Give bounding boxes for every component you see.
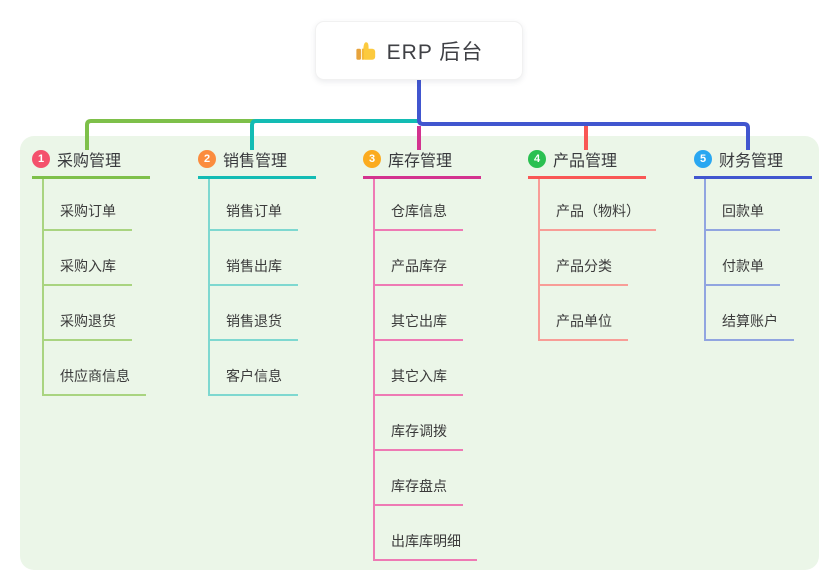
child-node[interactable]: 客户信息 — [210, 341, 298, 396]
root-node[interactable]: ERP 后台 — [315, 21, 523, 80]
branch-children: 回款单付款单结算账户 — [704, 179, 794, 341]
child-node[interactable]: 库存调拨 — [375, 396, 463, 451]
child-node[interactable]: 销售退货 — [210, 286, 298, 341]
branch-heading[interactable]: 5 财务管理 — [694, 148, 812, 179]
branch-heading[interactable]: 1 采购管理 — [32, 148, 150, 179]
branch-children: 采购订单采购入库采购退货供应商信息 — [42, 179, 146, 396]
child-node[interactable]: 产品分类 — [540, 231, 628, 286]
child-node[interactable]: 回款单 — [706, 179, 780, 231]
branch-label: 库存管理 — [388, 153, 453, 170]
child-node[interactable]: 产品单位 — [540, 286, 628, 341]
branch-number-badge: 4 — [528, 150, 546, 168]
child-node[interactable]: 付款单 — [706, 231, 780, 286]
branch-number-badge: 1 — [32, 150, 50, 168]
child-node[interactable]: 采购订单 — [44, 179, 132, 231]
child-node[interactable]: 仓库信息 — [375, 179, 463, 231]
branch-children: 销售订单销售出库销售退货客户信息 — [208, 179, 298, 396]
branch-销售管理: 2 销售管理 销售订单销售出库销售退货客户信息 — [198, 148, 328, 396]
branch-number-badge: 2 — [198, 150, 216, 168]
branch-heading[interactable]: 2 销售管理 — [198, 148, 316, 179]
branch-库存管理: 3 库存管理 仓库信息产品库存其它出库其它入库库存调拨库存盘点出库库明细 — [363, 148, 493, 561]
branch-财务管理: 5 财务管理 回款单付款单结算账户 — [694, 148, 824, 341]
child-node[interactable]: 采购退货 — [44, 286, 132, 341]
child-node[interactable]: 销售出库 — [210, 231, 298, 286]
child-node[interactable]: 出库库明细 — [375, 506, 477, 561]
branch-heading[interactable]: 4 产品管理 — [528, 148, 646, 179]
branch-产品管理: 4 产品管理 产品（物料）产品分类产品单位 — [528, 148, 658, 341]
branch-number-badge: 5 — [694, 150, 712, 168]
child-node[interactable]: 产品（物料） — [540, 179, 656, 231]
child-node[interactable]: 结算账户 — [706, 286, 794, 341]
child-node[interactable]: 销售订单 — [210, 179, 298, 231]
child-node[interactable]: 采购入库 — [44, 231, 132, 286]
branch-number-badge: 3 — [363, 150, 381, 168]
branch-children: 产品（物料）产品分类产品单位 — [538, 179, 656, 341]
child-node[interactable]: 库存盘点 — [375, 451, 463, 506]
child-node[interactable]: 供应商信息 — [44, 341, 146, 396]
branch-label: 产品管理 — [553, 153, 618, 170]
branch-label: 销售管理 — [223, 153, 288, 170]
root-title: ERP 后台 — [386, 40, 484, 64]
branch-label: 采购管理 — [57, 153, 122, 170]
branch-label: 财务管理 — [719, 153, 784, 170]
thumbs-up-icon — [356, 41, 375, 60]
child-node[interactable]: 产品库存 — [375, 231, 463, 286]
child-node[interactable]: 其它出库 — [375, 286, 463, 341]
branch-采购管理: 1 采购管理 采购订单采购入库采购退货供应商信息 — [32, 148, 162, 396]
branch-children: 仓库信息产品库存其它出库其它入库库存调拨库存盘点出库库明细 — [373, 179, 477, 561]
branch-group-panel — [20, 136, 819, 570]
branch-heading[interactable]: 3 库存管理 — [363, 148, 481, 179]
child-node[interactable]: 其它入库 — [375, 341, 463, 396]
